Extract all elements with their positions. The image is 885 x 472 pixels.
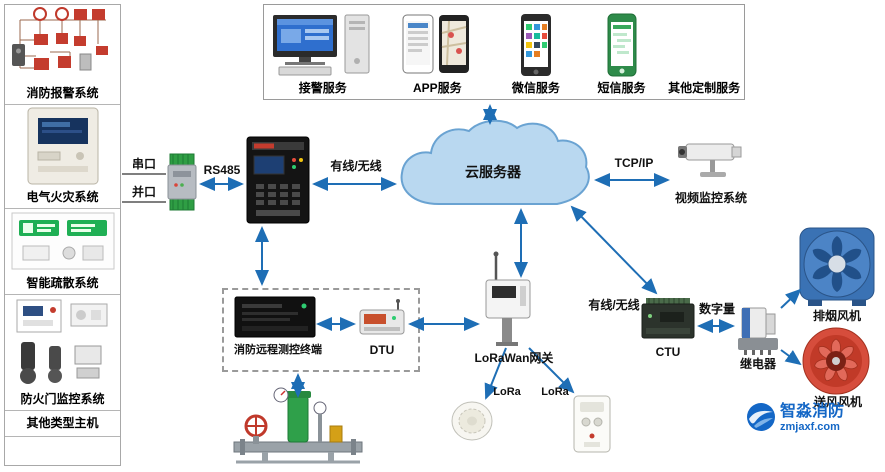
- fire-alarm-devices-illustration: [11, 7, 108, 71]
- app-phones-icon: [401, 5, 473, 77]
- cctv-camera: [672, 134, 748, 193]
- lorawan-gateway-illustration: [485, 251, 531, 346]
- section-other-hosts: 其他类型主机: [5, 411, 120, 437]
- wall-detector-device: [572, 394, 612, 461]
- label-wired-wireless-left: 有线/无线: [330, 159, 382, 173]
- label-wired-wireless-right: 有线/无线: [588, 298, 640, 312]
- cctv-camera-illustration: [678, 143, 742, 177]
- wechat-phone-icon: [519, 5, 553, 77]
- label-wechat-service: 微信服务: [511, 81, 560, 95]
- supply-fan-device: [794, 326, 878, 401]
- label-relay: 继电器: [739, 357, 776, 371]
- evacuation-art-wrap: [5, 209, 120, 273]
- exhaust-fan-illustration: [799, 227, 875, 306]
- sms-phone-icon: [606, 5, 638, 77]
- evacuation-signs-illustration: [11, 212, 114, 270]
- desktop-computer-illustration: [272, 14, 370, 76]
- label-digital-io: 数字量: [698, 302, 735, 316]
- wechat-phone-illustration: [520, 14, 551, 76]
- label-sms-service: 短信服务: [597, 81, 646, 95]
- label-ctu: CTU: [655, 345, 681, 359]
- fire-door-devices-illustration: [16, 299, 107, 384]
- label-fire-door-system: 防火门监控系统: [20, 392, 105, 406]
- lorawan-gateway-device: [482, 250, 544, 351]
- supply-fan-illustration: [802, 327, 870, 395]
- remote-terminal-group: 消防远程测控终端 DTU: [222, 288, 420, 372]
- label-fire-alarm-system: 消防报警系统: [26, 86, 99, 100]
- label-serial-port: 串口: [131, 157, 156, 171]
- control-panel-illustration: [246, 136, 310, 224]
- exhaust-fan-device: [794, 224, 880, 313]
- label-lora-left: LoRa: [493, 386, 521, 398]
- label-video-system: 视频监控系统: [674, 191, 747, 205]
- service-custom: 其他定制服务: [664, 5, 744, 99]
- label-tcp-ip: TCP/IP: [614, 156, 654, 170]
- cloud-server: 云服务器: [393, 116, 593, 220]
- desktop-computer-icon: [271, 5, 375, 77]
- service-alarm-receiving: 接警服务: [264, 5, 382, 99]
- section-electrical-fire-system: 电气火灾系统: [5, 105, 120, 209]
- service-wechat: 微信服务: [493, 5, 579, 99]
- serial-converter-module: [167, 153, 197, 216]
- label-custom-service: 其他定制服务: [668, 81, 741, 95]
- section-evacuation-system: 智能疏散系统: [5, 209, 120, 295]
- cloud-services-box: 接警服务 APP服务: [263, 4, 745, 100]
- label-app-service: APP服务: [412, 81, 462, 95]
- dtu-device: [358, 298, 406, 341]
- smoke-detector-device: [450, 400, 494, 447]
- relay-device: [736, 306, 780, 361]
- label-alarm-receiving-service: 接警服务: [298, 81, 347, 95]
- section-fire-alarm-system: 消防报警系统: [5, 5, 120, 105]
- ctu-illustration: [641, 298, 695, 339]
- smoke-detector-illustration: [451, 401, 493, 441]
- relay-illustration: [738, 307, 778, 355]
- fire-valve-assembly: [232, 386, 364, 472]
- logo-globe-icon: [747, 403, 775, 431]
- label-parallel-port: 并口: [131, 185, 156, 199]
- label-supply-fan: 送风风机: [813, 395, 862, 409]
- label-rs485: RS485: [203, 163, 241, 177]
- label-dtu: DTU: [369, 343, 395, 357]
- fire-valve-illustration: [233, 387, 363, 464]
- fire-alarm-control-panel: [246, 136, 310, 229]
- label-lora-right: LoRa: [541, 386, 569, 398]
- logo-domain: zmjaxf.com: [780, 421, 840, 434]
- remote-terminal-device: [234, 296, 316, 343]
- label-electrical-fire-system: 电气火灾系统: [26, 190, 99, 204]
- label-other-hosts: 其他类型主机: [26, 416, 99, 430]
- cloud-shape: [400, 119, 590, 205]
- section-fire-door-system: 防火门监控系统: [5, 295, 120, 411]
- serial-converter-illustration: [167, 153, 197, 211]
- label-remote-terminal: 消防远程测控终端: [234, 344, 322, 356]
- logo-title: 智淼消防: [780, 403, 845, 420]
- app-phones-illustration: [402, 14, 470, 74]
- label-evacuation-system: 智能疏散系统: [26, 276, 99, 290]
- electrical-fire-art-wrap: [5, 105, 120, 187]
- fire-door-art-wrap: [5, 295, 120, 389]
- service-app: APP服务: [382, 5, 494, 99]
- ctu-device: [640, 296, 696, 347]
- left-systems-panel: 消防报警系统 电气火灾系统: [4, 4, 121, 466]
- electrical-fire-monitor-illustration: [27, 107, 98, 185]
- cloud-server-label: 云服务器: [465, 164, 521, 180]
- sms-phone-illustration: [607, 13, 636, 77]
- service-sms: 短信服务: [579, 5, 665, 99]
- wall-detector-illustration: [573, 395, 611, 453]
- fire-alarm-art-wrap: [5, 5, 120, 83]
- label-exhaust-fan: 排烟风机: [812, 309, 861, 323]
- site-logo: 智淼消防 zmjaxf.com: [746, 402, 874, 452]
- remote-terminal-illustration: [234, 296, 316, 338]
- label-lorawan-gateway: LoRaWan网关: [474, 351, 554, 365]
- dtu-illustration: [359, 299, 405, 335]
